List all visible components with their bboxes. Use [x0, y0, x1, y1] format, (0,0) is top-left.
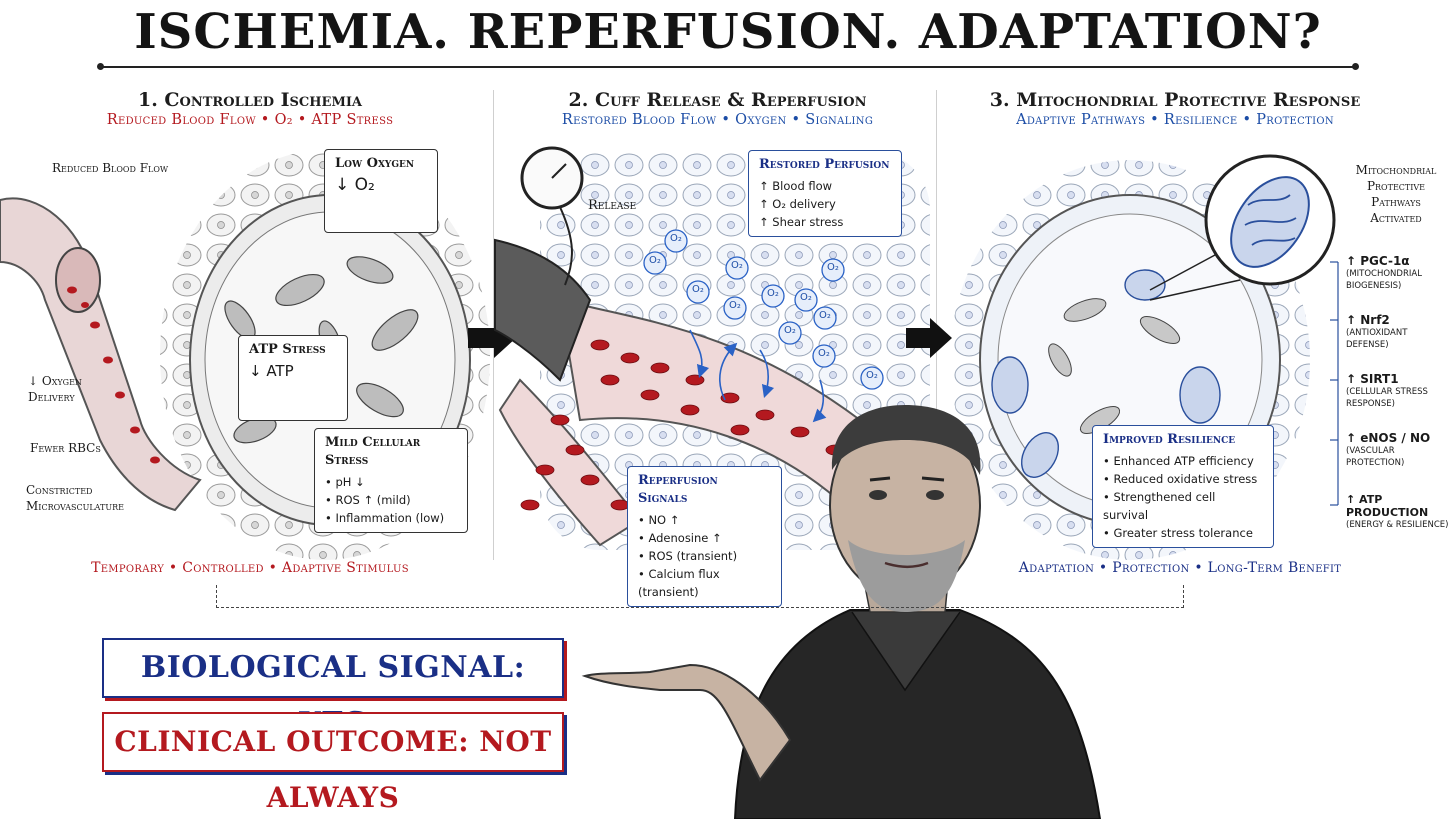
signals-item: NO ↑ [638, 511, 771, 529]
restored-item: ↑ Shear stress [759, 215, 844, 229]
pathway-detail: (VASCULAR PROTECTION) [1346, 446, 1405, 468]
pathway-name: ↑ SIRT1 [1346, 372, 1399, 386]
resilience-item: Reduced oxidative stress [1103, 470, 1263, 488]
panel-3-banner: Adaptation • Protection • Long-Term Bene… [1018, 560, 1342, 576]
pathway-nrf2: ↑ Nrf2 (ANTIOXIDANT DEFENSE) [1346, 313, 1452, 351]
resilience-item: Enhanced ATP efficiency [1103, 452, 1263, 470]
pathway-sirt1: ↑ SIRT1 (CELLULAR STRESS RESPONSE) [1346, 372, 1452, 410]
callout-restored-perfusion: Restored Perfusion ↑ Blood flow ↑ O₂ del… [748, 150, 902, 237]
pathway-detail: (MITOCHONDRIAL BIOGENESIS) [1346, 269, 1422, 291]
pathway-name: ↑ eNOS / NO [1346, 431, 1431, 445]
page-title: ISCHEMIA. REPERFUSION. ADAPTATION? [134, 4, 1322, 60]
panel-3-title: 3. Mitochondrial Protective Response [989, 89, 1361, 111]
callout-atp-stress-title: ATP Stress [249, 342, 326, 357]
pathway-pgc1a: ↑ PGC-1α (MITOCHONDRIAL BIOGENESIS) [1346, 254, 1452, 292]
pathway-name: ↑ ATP PRODUCTION [1346, 493, 1429, 519]
resilience-item: Greater stress tolerance [1103, 524, 1263, 542]
callout-mild-stress-title: Mild Cellular Stress [325, 435, 421, 468]
label-oxygen-delivery: ↓ Oxygen Delivery [28, 374, 82, 404]
signals-item: Adenosine ↑ [638, 529, 771, 547]
banner-connector [216, 585, 1184, 608]
o2-bubble-label: O₂ [731, 260, 743, 271]
label-fewer-rbcs: Fewer RBCs [30, 441, 101, 455]
step-arrow-2 [906, 318, 952, 358]
callout-reperfusion-signals: Reperfusion Signals NO ↑ Adenosine ↑ ROS… [627, 466, 782, 607]
restored-item: ↑ Blood flow [759, 179, 833, 193]
pathway-atp-production: ↑ ATP PRODUCTION (ENERGY & RESILIENCE) [1346, 493, 1452, 531]
o2-bubble-label: O₂ [800, 292, 812, 303]
panel-1-banner: Temporary • Controlled • Adaptive Stimul… [91, 560, 409, 576]
panel-2-tissue [494, 146, 930, 550]
pathway-detail: (CELLULAR STRESS RESPONSE) [1346, 387, 1428, 409]
pathway-enos: ↑ eNOS / NO (VASCULAR PROTECTION) [1346, 431, 1452, 469]
mild-stress-item: ROS ↑ (mild) [325, 491, 457, 509]
o2-bubble-label: O₂ [818, 348, 830, 359]
rule-dot-right [1352, 63, 1359, 70]
label-reduced-blood-flow: Reduced Blood Flow [52, 161, 169, 175]
o2-bubble-label: O₂ [827, 262, 839, 273]
callout-mild-cellular-stress: Mild Cellular Stress pH ↓ ROS ↑ (mild) I… [314, 428, 468, 533]
resilience-item: Strengthened cell survival [1103, 488, 1263, 524]
mild-stress-item: pH ↓ [325, 473, 457, 491]
signals-item: Calcium flux (transient) [638, 565, 771, 601]
o2-bubble-label: O₂ [729, 300, 741, 311]
title-divider [100, 66, 1356, 68]
label-release: Release [588, 198, 637, 213]
o2-bubble-label: O₂ [784, 325, 796, 336]
callout-low-oxygen: Low Oxygen ↓ O₂ [324, 149, 438, 233]
panel-2-title: 2. Cuff Release & Reperfusion [568, 89, 867, 111]
callout-improved-resilience: Improved Resilience Enhanced ATP efficie… [1092, 425, 1274, 548]
presenter-figure [581, 405, 1102, 819]
panel-1-title: 1. Controlled Ischemia [137, 89, 363, 111]
panel-1-subtitle: Reduced Blood Flow • O₂ • ATP Stress [106, 112, 394, 128]
o2-bubble-label: O₂ [819, 310, 831, 321]
restored-item: ↑ O₂ delivery [759, 197, 836, 211]
callout-low-oxygen-value: ↓ O₂ [335, 175, 375, 195]
mild-stress-item: Inflammation (low) [325, 509, 457, 527]
callout-atp-stress: ATP Stress ↓ ATP [238, 335, 348, 421]
o2-bubble-label: O₂ [866, 370, 878, 381]
o2-bubble-label: O₂ [767, 288, 779, 299]
o2-bubble-label: O₂ [649, 255, 661, 266]
side-pathways-title: Mitochondrial Protective Pathways Activa… [1355, 163, 1437, 225]
verdict-biological-signal: BIOLOGICAL SIGNAL: YES [102, 638, 564, 741]
o2-bubble-label: O₂ [692, 284, 704, 295]
pathway-detail: (ANTIOXIDANT DEFENSE) [1346, 328, 1408, 350]
callout-restored-title: Restored Perfusion [759, 157, 890, 172]
panel-2-subtitle: Restored Blood Flow • Oxygen • Signaling [561, 112, 874, 128]
o2-bubble-label: O₂ [670, 233, 682, 244]
panel-3-subtitle: Adaptive Pathways • Resilience • Protect… [1016, 112, 1334, 128]
callout-signals-title: Reperfusion Signals [638, 473, 718, 506]
pathway-detail: (ENERGY & RESILIENCE) [1346, 520, 1449, 530]
panel-divider-1 [493, 90, 494, 560]
pathway-name: ↑ PGC-1α [1346, 254, 1410, 268]
signals-item: ROS (transient) [638, 547, 771, 565]
callout-atp-stress-value: ↓ ATP [249, 362, 294, 380]
pathway-name: ↑ Nrf2 [1346, 313, 1390, 327]
verdict-clinical-outcome: CLINICAL OUTCOME: NOT ALWAYS [102, 712, 564, 814]
callout-resilience-title: Improved Resilience [1103, 432, 1236, 447]
rule-dot-left [97, 63, 104, 70]
label-constricted-microvasculature: Constricted Microvasculature [26, 483, 124, 513]
callout-low-oxygen-title: Low Oxygen [335, 156, 415, 171]
